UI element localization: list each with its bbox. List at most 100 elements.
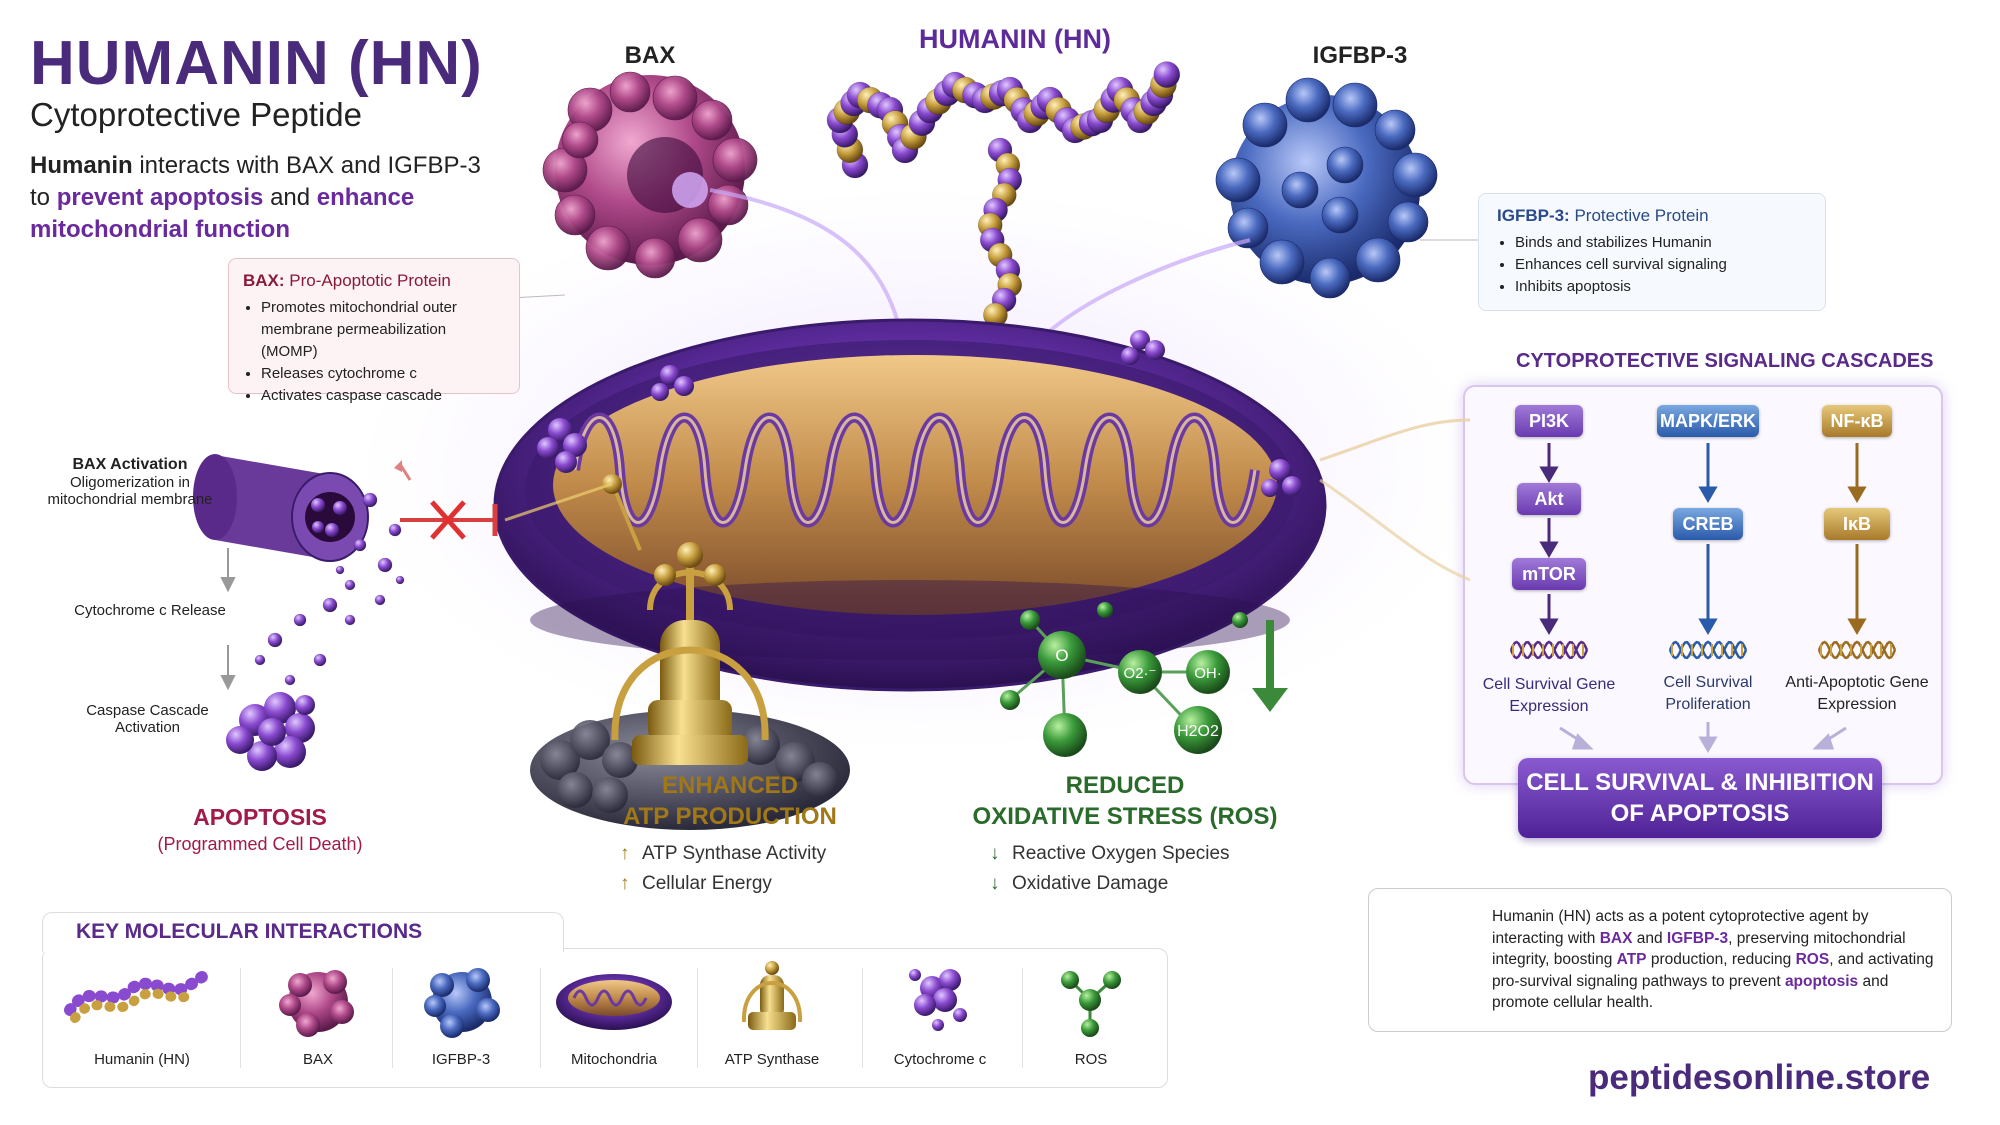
- node-pi3k: PI3K: [1515, 405, 1583, 437]
- kmi-label-bax: BAX: [302, 1051, 333, 1068]
- up-arrow-icon: ↑: [620, 873, 630, 894]
- summary-keyword: BAX: [1599, 929, 1633, 947]
- igfbp3-box-item: Inhibits apoptosis: [1515, 276, 1807, 298]
- key-interactions-title: KEY MOLECULAR INTERACTIONS: [76, 920, 423, 943]
- ros-title-line1: REDUCED: [1065, 772, 1185, 799]
- bax-activation-step: BAX Activation Oligomerization in mitoch…: [40, 456, 220, 508]
- summary-keyword: ATP: [1616, 951, 1647, 968]
- kmi-label-cytochrome-c: Cytochrome c: [893, 1051, 987, 1068]
- kmi-bax-icon: [279, 970, 354, 1037]
- summary-part: production, reducing: [1646, 951, 1796, 968]
- igfbp3-box-item: Binds and stabilizes Humanin: [1515, 232, 1807, 254]
- kmi-igfbp3-icon: [424, 968, 500, 1038]
- summary-part: and: [1632, 929, 1667, 947]
- igfbp3-label: IGFBP-3: [1312, 42, 1408, 69]
- ros-h2o2-label: H2O2: [1177, 723, 1219, 740]
- cytochrome-release-step: Cytochrome c Release: [74, 602, 226, 619]
- intro-humanin: Humanin: [30, 152, 133, 179]
- divider: [1022, 968, 1023, 1068]
- page-subtitle: Cytoprotective Peptide: [30, 96, 363, 133]
- kmi-cytochrome-c-icon: [909, 969, 967, 1031]
- atp-effect-title: ENHANCED ATP PRODUCTION: [575, 770, 885, 832]
- divider: [392, 968, 393, 1068]
- bax-box-name: BAX:: [243, 271, 285, 290]
- mitochondrion: [493, 318, 1327, 692]
- intro-prevent-apoptosis: prevent apoptosis: [56, 184, 264, 211]
- kmi-ros-icon: [1061, 971, 1121, 1037]
- kmi-label-ros: ROS: [1074, 1051, 1108, 1068]
- dna-icon: [1509, 640, 1897, 660]
- summary-box: [1368, 888, 1952, 1032]
- bax-box-role: Pro-Apoptotic Protein: [284, 271, 451, 290]
- apoptosis-title: APOPTOSIS: [193, 804, 327, 830]
- intro-text: Humanin interacts with BAX and IGFBP-3 t…: [30, 150, 550, 246]
- atp-effect-item-text: ATP Synthase Activity: [642, 843, 827, 864]
- outcome-anti-apoptotic: Anti-Apoptotic Gene Expression: [1785, 674, 1929, 713]
- intro-enhance-mito: enhance mitochondrial function: [30, 184, 415, 243]
- ros-effect-item-text: Oxidative Damage: [1012, 873, 1169, 894]
- ros-superoxide-label: O2·⁻: [1124, 665, 1157, 682]
- ros-molecules: [1000, 602, 1288, 757]
- kmi-label-humanin: Humanin (HN): [94, 1051, 190, 1068]
- bax-activation-title: BAX Activation: [72, 456, 188, 473]
- down-arrow-icon: ↓: [990, 873, 1000, 894]
- divider: [862, 968, 863, 1068]
- summary-keyword: apoptosis: [1784, 972, 1859, 990]
- atp-title-line2: ATP PRODUCTION: [623, 803, 837, 830]
- apoptosis-cluster: [226, 692, 315, 771]
- bax-info-box: BAX: Pro-Apoptotic Protein Promotes mito…: [228, 258, 520, 404]
- apoptosis-flow-arrows: [220, 548, 236, 691]
- ros-effect-item-text: Reactive Oxygen Species: [1012, 843, 1230, 864]
- divider: [240, 968, 241, 1068]
- node-akt: Akt: [1517, 483, 1581, 515]
- bax-box-item: Promotes mitochondrial outer membrane pe…: [261, 297, 505, 363]
- bax-box-item: Releases cytochrome c: [261, 363, 505, 385]
- igfbp3-info-box: IGFBP-3: Protective Protein Binds and st…: [1478, 193, 1826, 311]
- igfbp3-box-role: Protective Protein: [1569, 206, 1709, 225]
- node-ikb: IκB: [1824, 508, 1890, 540]
- node-mapk-erk: MAPK/ERK: [1657, 405, 1759, 437]
- summary-part: Humanin (HN) acts as a potent cytoprotec…: [1492, 908, 1869, 947]
- divider: [540, 968, 541, 1068]
- ros-title-line2: OXIDATIVE STRESS (ROS): [972, 803, 1278, 830]
- humanin-peptide: [826, 61, 1181, 328]
- bax-activation-desc: Oligomerization in mitochondrial membran…: [47, 474, 213, 508]
- bax-box-item: Activates caspase cascade: [261, 385, 505, 407]
- intro-part5: and: [263, 184, 317, 211]
- website-link[interactable]: peptidesonline.store: [1588, 1058, 1931, 1097]
- bax-label: BAX: [624, 42, 676, 69]
- outcome-cell-survival-proliferation: Cell Survival Proliferation: [1663, 674, 1753, 713]
- igfbp3-box-heading: IGFBP-3: Protective Protein: [1497, 206, 1807, 226]
- kmi-mitochondria-icon: [556, 974, 672, 1030]
- node-creb: CREB: [1673, 508, 1743, 540]
- igfbp3-box-item: Enhances cell survival signaling: [1515, 254, 1807, 276]
- summary-part: , preserving mitochondrial integrity, bo…: [1492, 929, 1906, 969]
- kmi-label-atp-synthase: ATP Synthase: [724, 1051, 820, 1068]
- ros-effect-item: ↓ Reactive Oxygen Species: [990, 843, 1230, 865]
- ros-effect-item: ↓ Oxidative Damage: [990, 873, 1168, 895]
- intro-part3: to: [30, 184, 57, 211]
- node-mtor: mTOR: [1512, 558, 1586, 590]
- cascades-title: CYTOPROTECTIVE SIGNALING CASCADES: [1516, 350, 1934, 372]
- kmi-atp-synthase-icon: [741, 961, 803, 1030]
- node-nfkb: NF-κB: [1822, 405, 1892, 437]
- igfbp3-box-name: IGFBP-3:: [1497, 206, 1570, 225]
- bax-protein: [542, 71, 758, 279]
- atp-effect-item: ↑ Cellular Energy: [620, 873, 772, 895]
- atp-title-line1: ENHANCED: [661, 772, 798, 799]
- kmi-label-igfbp3: IGFBP-3: [431, 1051, 491, 1068]
- caspase-activation-step: Caspase Cascade Activation: [86, 702, 209, 736]
- summary-part: , and activating pro-survival signaling …: [1492, 951, 1934, 990]
- inhibition-x-icon: [394, 460, 498, 540]
- atp-effect-item-text: Cellular Energy: [642, 873, 772, 894]
- summary-text: Humanin (HN) acts as a potent cytoprotec…: [1492, 906, 1942, 1014]
- kmi-humanin-icon: [64, 966, 216, 1023]
- ros-effect-title: REDUCED OXIDATIVE STRESS (ROS): [960, 770, 1290, 832]
- atp-effect-item: ↑ATP Synthase Activity: [620, 843, 826, 865]
- ros-hydroxyl-label: OH·: [1194, 665, 1222, 682]
- down-arrow-icon: ↓: [990, 843, 1000, 864]
- cell-survival-result: CELL SURVIVAL & INHIBITION OF APOPTOSIS: [1518, 758, 1882, 838]
- atp-synthase: [504, 474, 850, 830]
- bax-box-heading: BAX: Pro-Apoptotic Protein: [243, 271, 505, 291]
